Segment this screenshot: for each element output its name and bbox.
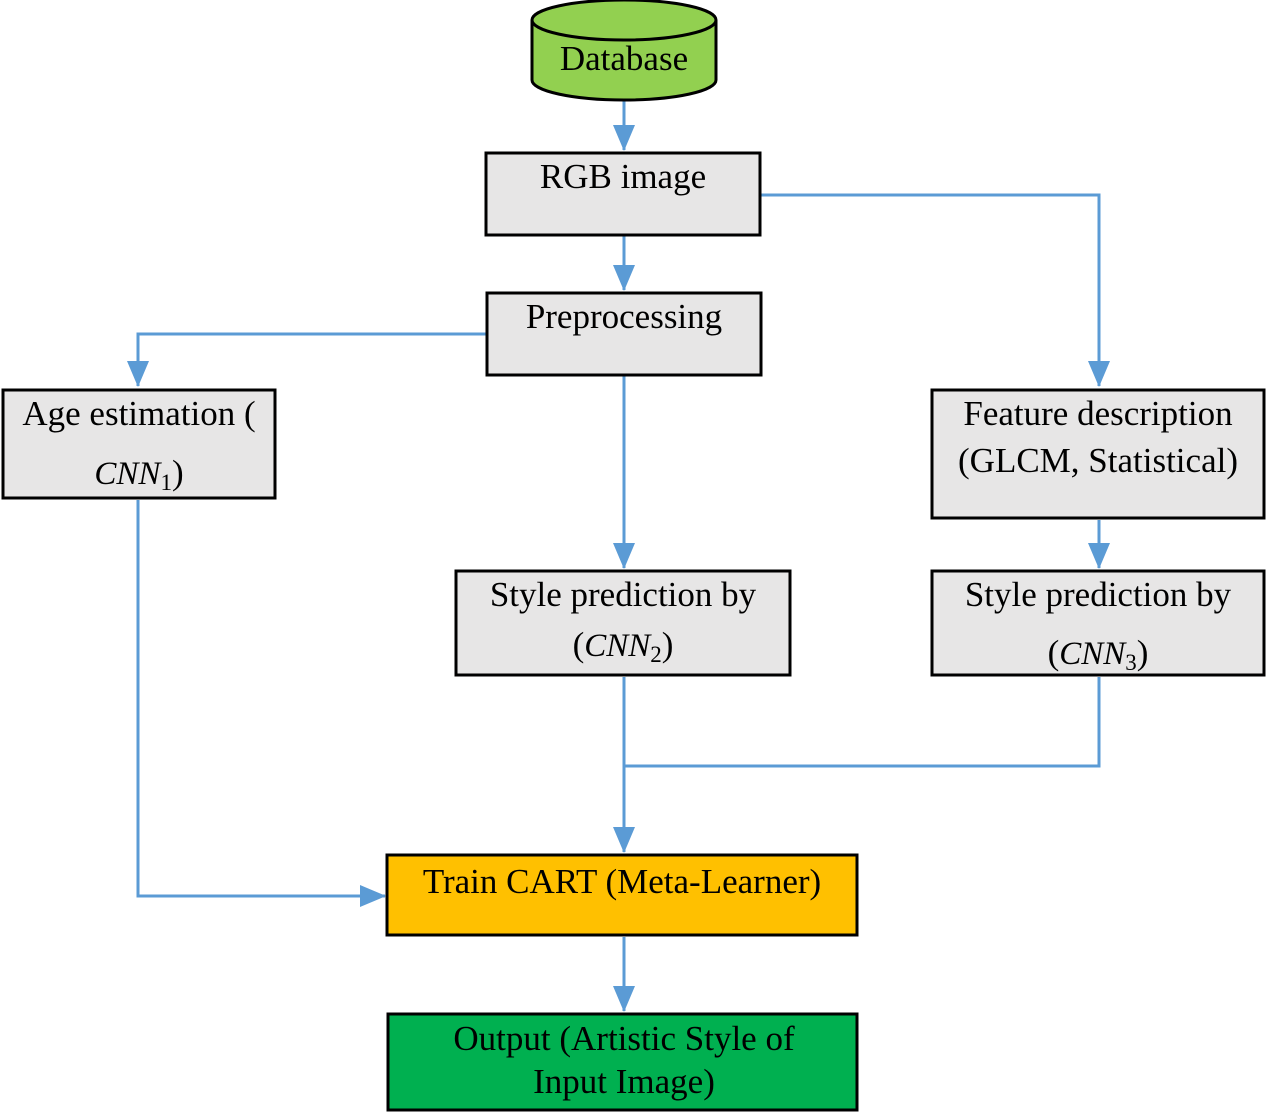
arrow-rgb-to-feature-description <box>760 193 1110 387</box>
preprocessing-node: Preprocessing <box>485 291 763 377</box>
cnn3-close-paren: ) <box>1137 633 1149 672</box>
rgb-image-node: RGB image <box>484 151 762 237</box>
cnn3-subscript: 3 <box>1125 650 1137 675</box>
output-line1: Output (Artistic Style of <box>453 1019 795 1058</box>
feature-description-line2: (GLCM, Statistical) <box>958 441 1238 480</box>
style-cnn2-line2: (CNN2) <box>573 625 674 667</box>
style-cnn3-line1: Style prediction by <box>965 575 1232 614</box>
cnn2-close-paren: ) <box>662 625 674 664</box>
rgb-image-label: RGB image <box>540 157 706 196</box>
output-box <box>386 1012 859 1112</box>
style-cnn2-node: Style prediction by (CNN2) <box>454 569 792 677</box>
cnn1-symbol: CNN <box>94 456 162 492</box>
arrow-age-estimation-to-train-cart <box>136 500 386 907</box>
cnn3-symbol: CNN <box>1059 636 1127 672</box>
style-cnn3-box <box>930 569 1266 677</box>
cnn3-open-paren: ( <box>1048 633 1060 672</box>
style-cnn3-line2: (CNN3) <box>1048 633 1149 675</box>
style-cnn3-node: Style prediction by (CNN3) <box>930 569 1266 677</box>
cnn2-symbol: CNN <box>584 628 652 664</box>
age-estimation-line2: CNN1) <box>94 453 183 495</box>
feature-description-line1: Feature description <box>963 394 1232 433</box>
cnn2-open-paren: ( <box>573 625 585 664</box>
train-cart-label: Train CART (Meta-Learner) <box>423 862 821 901</box>
age-estimation-node: Age estimation ( CNN1) <box>1 388 277 500</box>
train-cart-node: Train CART (Meta-Learner) <box>385 853 859 937</box>
database-node: Database <box>530 0 718 102</box>
feature-description-box <box>930 388 1266 520</box>
preprocessing-label: Preprocessing <box>526 297 722 336</box>
feature-description-node: Feature description (GLCM, Statistical) <box>930 388 1266 520</box>
cnn2-subscript: 2 <box>650 642 662 667</box>
cnn1-close-paren: ) <box>172 453 184 492</box>
rgb-image-box <box>484 151 762 237</box>
age-estimation-box <box>1 388 277 500</box>
connectors <box>127 100 1110 1012</box>
output-node: Output (Artistic Style of Input Image) <box>386 1012 859 1112</box>
style-cnn2-line1: Style prediction by <box>490 575 757 614</box>
cnn1-subscript: 1 <box>160 470 172 495</box>
style-cnn2-box <box>454 569 792 677</box>
database-cylinder-top <box>530 0 718 42</box>
age-estimation-line1: Age estimation ( <box>22 394 255 433</box>
train-cart-box <box>385 853 859 937</box>
arrow-preprocessing-to-age-estimation <box>127 332 487 387</box>
database-cylinder-body <box>530 20 718 102</box>
connector-style-cnn3-merge <box>624 677 1101 768</box>
database-label: Database <box>560 39 688 78</box>
output-line2: Input Image) <box>533 1062 715 1101</box>
preprocessing-box <box>485 291 763 377</box>
